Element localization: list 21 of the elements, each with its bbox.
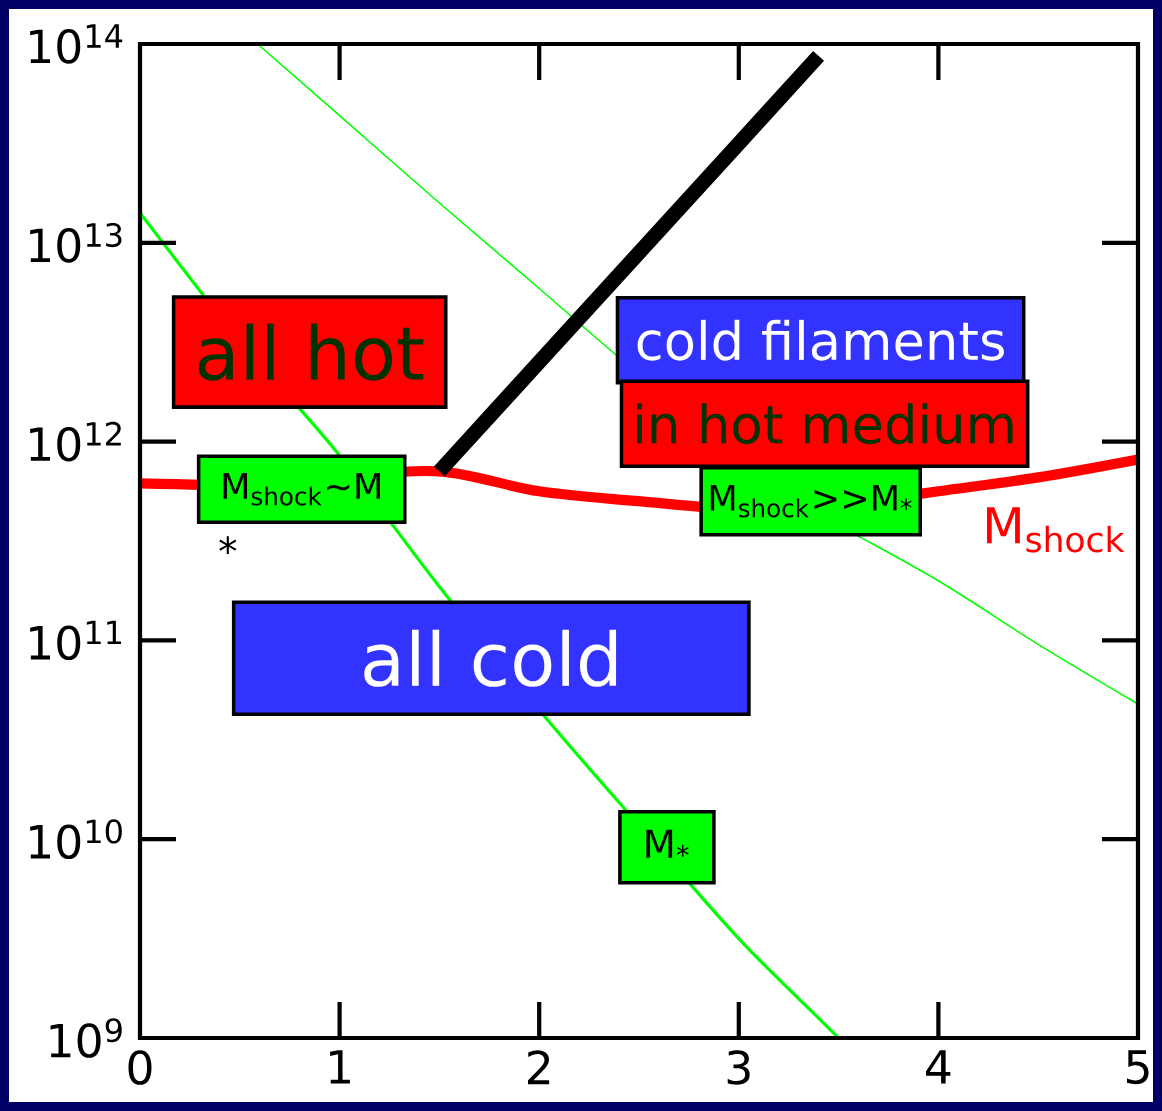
label-box: M$_{shock}$>>M$_{*}$	[699, 465, 922, 537]
tick-label: 5	[1127, 1050, 1149, 1085]
tick-label: 10$^{11}$	[30, 620, 122, 661]
label-box: M$_{shock}$~M	[196, 454, 407, 525]
tick-label: 1	[330, 1050, 350, 1084]
curve-label: M$_{shock}$	[987, 507, 1125, 553]
tick-label: 4	[926, 1050, 951, 1084]
tick-label: 10$^{12}$	[30, 421, 121, 462]
tick-label: 2	[528, 1050, 550, 1085]
region-box: all cold	[231, 600, 751, 717]
region-box: all hot	[171, 295, 448, 409]
tick-label: 0	[128, 1050, 152, 1085]
tick-label: 10$^{9}$	[50, 1018, 122, 1058]
region-box: in hot medium	[619, 379, 1030, 468]
tick-label: 3	[727, 1050, 750, 1085]
footnote-mark: *	[219, 536, 237, 554]
tick-label: 10$^{13}$	[30, 222, 122, 263]
region-box: cold filaments	[615, 295, 1026, 385]
tick-label: 10$^{14}$	[30, 24, 123, 64]
tick-label: 10$^{10}$	[30, 819, 122, 860]
label-box: M$_{*}$	[618, 809, 716, 885]
